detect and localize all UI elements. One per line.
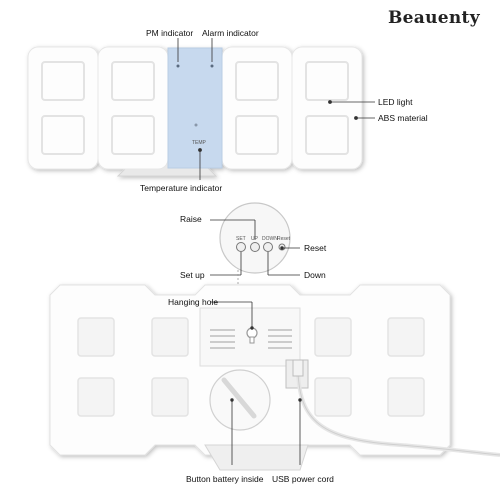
led-light-label: LED light — [378, 97, 413, 107]
usb-power-cord-label: USB power cord — [272, 474, 334, 484]
button-battery-label: Button battery inside — [186, 474, 264, 484]
down-label: Down — [304, 270, 326, 280]
clock-front — [27, 46, 363, 177]
reset-button-mark: Reset — [277, 236, 291, 242]
brand-logo: Beauenty — [388, 8, 480, 28]
center-module — [199, 307, 309, 471]
setup-label: Set up — [180, 270, 205, 280]
abs-material-label: ABS material — [378, 113, 428, 123]
temperature-indicator-label: Temperature indicator — [140, 183, 223, 193]
down-button-mark: DOWN — [262, 236, 278, 242]
raise-label: Raise — [180, 214, 202, 224]
alarm-indicator-label: Alarm indicator — [202, 28, 259, 38]
set-button-mark: SET — [236, 236, 246, 242]
reset-label: Reset — [304, 243, 327, 253]
hanging-hole-label: Hanging hole — [168, 297, 219, 307]
up-button-mark: UP — [251, 236, 258, 242]
temp-mark: TEMP — [192, 140, 206, 146]
pm-indicator-label: PM indicator — [146, 28, 194, 38]
